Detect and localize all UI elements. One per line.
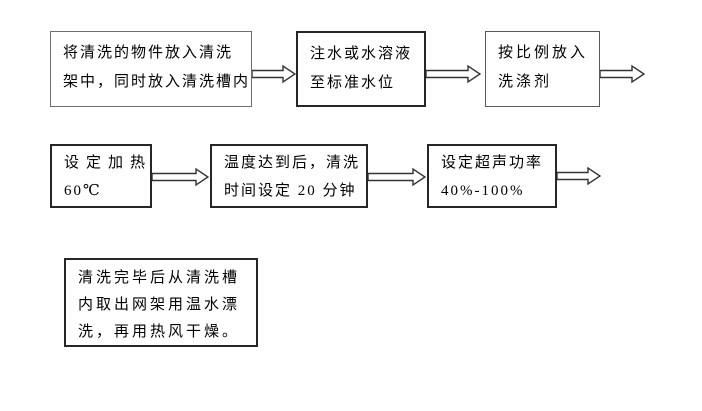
box-text-line: 时间设定 20 分钟 bbox=[224, 183, 357, 199]
flow-box-fill-water: 注水或水溶液 至标准水位 bbox=[296, 31, 426, 107]
box-text-line: 40%-100% bbox=[441, 183, 525, 199]
box-text-line: 洗，再用热风干燥。 bbox=[78, 324, 241, 340]
flow-box-set-power: 设定超声功率 40%-100% bbox=[427, 144, 557, 208]
right-arrow-icon bbox=[557, 166, 601, 186]
box-text-line: 设定加热 bbox=[64, 155, 153, 171]
box-text-line: 清洗完毕后从清洗槽 bbox=[78, 270, 241, 286]
flow-box-load-items: 将清洗的物件放入清洗 架中，同时放入清洗槽内 bbox=[50, 31, 252, 107]
flow-box-add-detergent: 按比例放入 洗涤剂 bbox=[485, 31, 600, 107]
flow-box-set-clean-time: 温度达到后，清洗 时间设定 20 分钟 bbox=[210, 144, 368, 208]
box-text-line: 将清洗的物件放入清洗 bbox=[63, 45, 234, 61]
flow-box-rinse-and-dry: 清洗完毕后从清洗槽 内取出网架用温水漂 洗，再用热风干燥。 bbox=[64, 258, 258, 347]
right-arrow-icon bbox=[426, 64, 481, 84]
box-text-line: 注水或水溶液 bbox=[310, 46, 413, 62]
box-text-line: 设定超声功率 bbox=[441, 155, 544, 171]
box-text-line: 内取出网架用温水漂 bbox=[78, 297, 241, 313]
right-arrow-icon bbox=[600, 64, 645, 84]
box-text-line: 按比例放入 bbox=[498, 45, 589, 61]
box-text-line: 至标准水位 bbox=[310, 75, 396, 91]
right-arrow-icon bbox=[368, 167, 426, 187]
right-arrow-icon bbox=[252, 64, 296, 84]
box-text-line: 温度达到后，清洗 bbox=[224, 155, 361, 171]
right-arrow-icon bbox=[152, 167, 209, 187]
flow-box-set-heating: 设定加热 60℃ bbox=[50, 144, 152, 208]
box-text-line: 60℃ bbox=[64, 183, 102, 199]
box-text-line: 架中，同时放入清洗槽内 bbox=[63, 74, 251, 90]
box-text-line: 洗涤剂 bbox=[498, 74, 553, 90]
